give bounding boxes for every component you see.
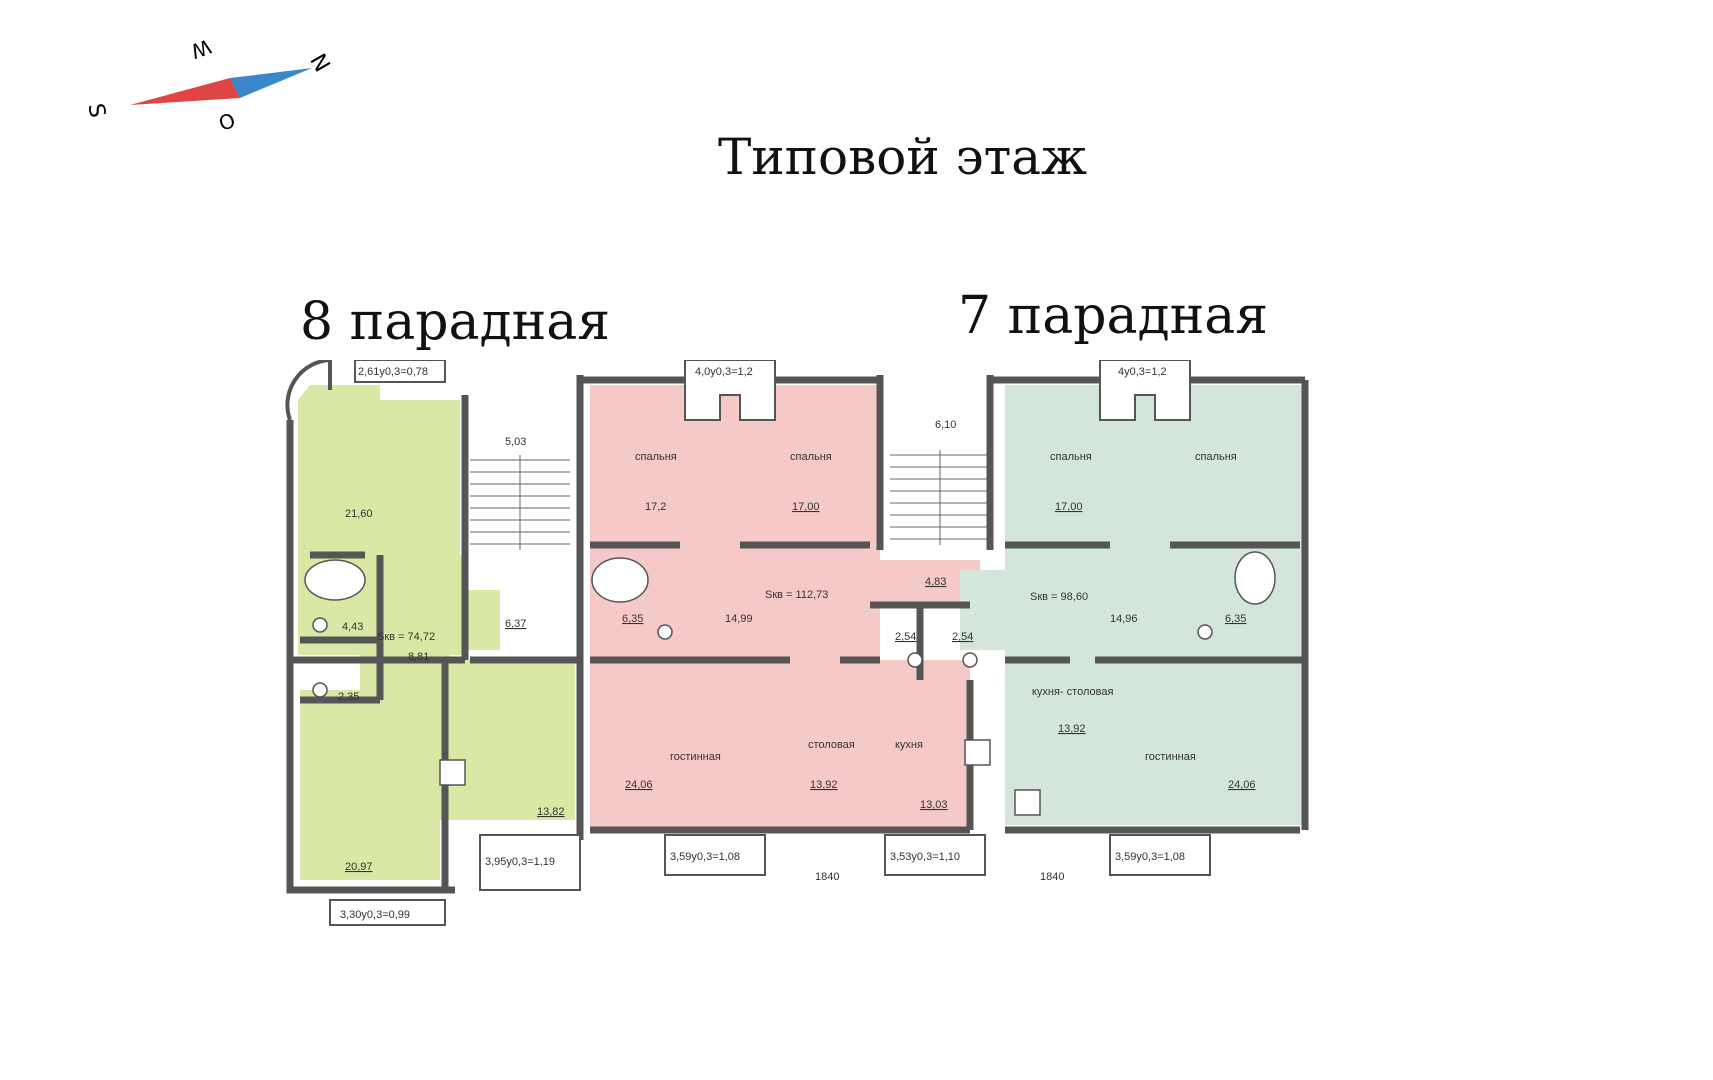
stair-area-3: 6,10 [935, 419, 956, 431]
right-bath-area: 6,35 [1225, 613, 1246, 625]
toilet-1 [312, 617, 328, 633]
middle-kitchen-area: 13,03 [920, 799, 948, 811]
balcony-label-1: 2,61у0,3=0,78 [358, 366, 428, 378]
middle-dining-area: 13,92 [810, 779, 838, 791]
bathtub-left [304, 559, 366, 601]
toilet-5 [962, 652, 978, 668]
middle-bed1-area: 17,2 [645, 501, 666, 513]
bathtub-right [1234, 551, 1276, 605]
balcony-label-8: 3,59у0,3=1,08 [1115, 851, 1185, 863]
middle-bed1-label: спальня [635, 451, 677, 463]
right-bed2-label: спальня [1195, 451, 1237, 463]
middle-wc2-area: 2,54 [952, 631, 973, 643]
balcony-label-3: 3,95у0,3=1,19 [485, 856, 555, 868]
balcony-label-2: 3,30у0,3=0,99 [340, 909, 410, 921]
bay-window-left [285, 360, 332, 421]
apartment-right [960, 385, 1305, 825]
balconies [329, 360, 1211, 926]
right-kitchen-label: кухня- столовая [1032, 686, 1113, 698]
middle-bed2-label: спальня [790, 451, 832, 463]
left-area-4: 2,35 [338, 691, 359, 703]
compass-south-arrow [130, 78, 240, 105]
apartment-middle [590, 385, 980, 830]
compass-s: S [82, 102, 109, 120]
toilet-3 [657, 624, 673, 640]
middle-total: Sкв = 112,73 [765, 589, 828, 601]
stair-area-2: 6,37 [505, 618, 526, 630]
stairwell-left [470, 455, 570, 550]
middle-hall-area: 14,99 [725, 613, 753, 625]
compass-north-arrow [230, 68, 312, 98]
toilet-6 [1197, 624, 1213, 640]
compass-n: N [304, 50, 334, 77]
left-area-6: 13,82 [537, 806, 565, 818]
bathtub-middle [591, 557, 649, 603]
right-kitchen-area: 13,92 [1058, 723, 1086, 735]
toilet-4 [907, 652, 923, 668]
right-living-area: 24,06 [1228, 779, 1256, 791]
stove-middle [964, 739, 991, 766]
entrance-7-label: 7 парадная [958, 286, 1269, 346]
stove-left [439, 759, 466, 786]
apartment-left [298, 385, 575, 880]
stove-right [1014, 789, 1041, 816]
fixtures [304, 551, 1276, 816]
middle-kitchen-label: кухня [895, 739, 923, 751]
left-area-3: 8,81 [408, 651, 429, 663]
middle-wc1-area: 2,54 [895, 631, 916, 643]
stair-area-4: 4,83 [925, 576, 946, 588]
balcony-label-6: 3,53у0,3=1,10 [890, 851, 960, 863]
entrance-8-label: 8 парадная [300, 292, 611, 352]
stair-area-1: 5,03 [505, 436, 526, 448]
left-total: Sкв = 74,72 [377, 631, 435, 643]
middle-bed2-area: 17,00 [792, 501, 820, 513]
middle-living-area: 24,06 [625, 779, 653, 791]
floor-plan: 2,61у0,3=0,78 3,30у0,3=0,99 3,95у0,3=1,1… [285, 360, 1309, 926]
stairwell-right [890, 450, 990, 545]
compass-rose: N S W O [82, 34, 334, 136]
middle-bath-area: 6,35 [622, 613, 643, 625]
compass-w: W [188, 34, 215, 63]
middle-dining-label: столовая [808, 739, 855, 751]
dim-label-1: 1840 [815, 871, 839, 883]
balcony-label-5: 3,59у0,3=1,08 [670, 851, 740, 863]
left-area-1: 21,60 [345, 508, 373, 520]
right-bed1-area: 17,00 [1055, 501, 1083, 513]
balcony-label-7: 4у0,3=1,2 [1118, 366, 1167, 378]
balcony-label-4: 4,0у0,3=1,2 [695, 366, 753, 378]
right-living-label: гостинная [1145, 751, 1196, 763]
left-area-5: 20,97 [345, 861, 373, 873]
right-hall-area: 14,96 [1110, 613, 1138, 625]
compass-o: O [215, 108, 238, 136]
page-title: Типовой этаж [718, 128, 1088, 186]
dim-label-2: 1840 [1040, 871, 1064, 883]
toilet-2 [312, 682, 328, 698]
right-total: Sкв = 98,60 [1030, 591, 1088, 603]
middle-living-label: гостинная [670, 751, 721, 763]
right-bed1-label: спальня [1050, 451, 1092, 463]
left-area-2: 4,43 [342, 621, 363, 633]
